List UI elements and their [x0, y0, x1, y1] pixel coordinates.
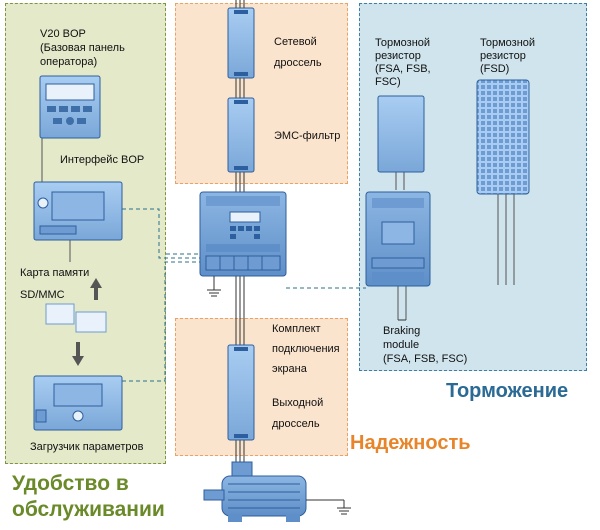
braking-module-l2: module: [383, 339, 420, 351]
shield-kit-label-3: экрана: [272, 363, 307, 375]
output-reactor-label-2: дроссель: [272, 418, 320, 430]
serviceability-title-1: Удобство в: [12, 472, 129, 495]
braking-module-device: [365, 191, 431, 287]
ground-icon: [207, 276, 221, 297]
shield-kit-label-1: Комплект: [272, 323, 321, 335]
brake-resistor-1-l4: FSC): [375, 76, 401, 88]
motor-ground-icon: [306, 499, 351, 515]
memory-card-label-1: Карта памяти: [20, 267, 90, 279]
line-side-panel: [175, 3, 348, 184]
bop-desc-line2: оператора): [40, 56, 98, 68]
brake-resistor-2-l1: Тормозной: [480, 37, 536, 49]
serviceability-title-2: обслуживании: [12, 498, 165, 521]
brake-resistor-small-device: [377, 95, 425, 173]
line-reactor-device: [227, 7, 255, 79]
bop-panel-device: [39, 75, 101, 139]
bop-desc-line1: (Базовая панель: [40, 42, 125, 54]
braking-title: Торможение: [446, 380, 569, 402]
brake-resistor-1-l2: резистор: [375, 50, 421, 62]
brake-resistor-1-l1: Тормозной: [375, 37, 431, 49]
inverter-device: [199, 191, 287, 277]
reliability-title: Надежность: [350, 432, 471, 454]
braking-module-l3: (FSA, FSB, FSC): [383, 353, 468, 365]
line-reactor-label-1: Сетевой: [274, 36, 317, 48]
brake-resistor-2-l3: (FSD): [480, 63, 510, 75]
parameter-loader-device: [33, 375, 123, 431]
output-reactor-device: [227, 344, 255, 441]
braking-module-l1: Braking: [383, 325, 421, 337]
bop-interface-label: Интерфейс BOP: [60, 154, 145, 166]
v20-bop-label: V20 BOP: [40, 28, 86, 40]
reliability-panel: [175, 318, 348, 456]
brake-resistor-large-device: [476, 79, 530, 195]
parameter-loader-label: Загрузчик параметров: [30, 441, 144, 453]
brake-resistor-2-l2: резистор: [480, 50, 526, 62]
braking-panel: [359, 3, 587, 371]
bop-link-lines: [122, 208, 200, 382]
output-reactor-label-1: Выходной: [272, 397, 324, 409]
motor-device: [203, 461, 307, 522]
memory-card-label-2: SD/MMC: [20, 289, 65, 301]
bop-interface-device: [33, 181, 123, 241]
emc-filter-label: ЭМС-фильтр: [274, 130, 341, 142]
brake-resistor-1-l3: (FSA, FSB,: [375, 63, 431, 75]
emc-filter-device: [227, 97, 255, 173]
line-reactor-label-2: дроссель: [274, 57, 322, 69]
shield-kit-label-2: подключения: [272, 343, 340, 355]
memory-card-graphic: [45, 278, 107, 366]
